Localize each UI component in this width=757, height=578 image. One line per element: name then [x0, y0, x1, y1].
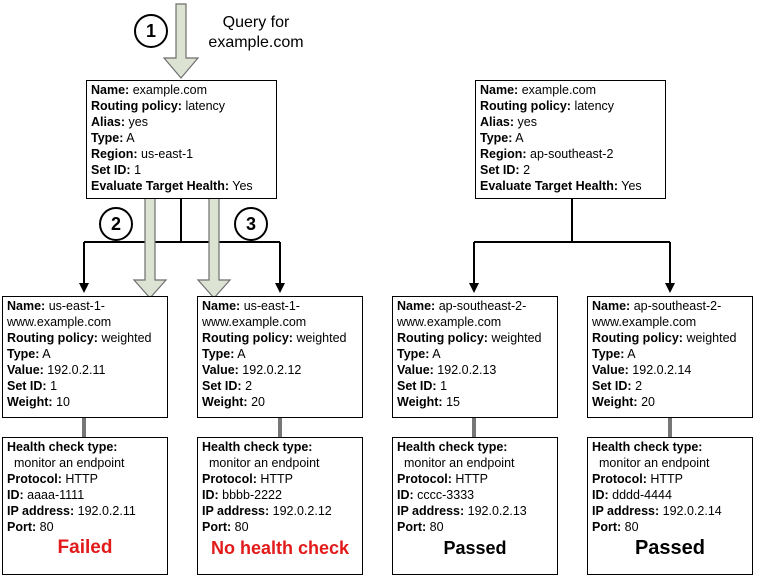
ip-address: IP address: 192.0.2.12 — [202, 504, 332, 518]
set-id: Set ID: 1 — [397, 379, 448, 393]
weight: Weight: 20 — [592, 395, 655, 409]
weighted-record-192-0-2-11: Name: us-east-1- www.example.com Routing… — [2, 296, 168, 418]
health-check-type: Health check type: — [397, 440, 508, 454]
query-arrow-2 — [132, 195, 168, 299]
record-value: Value: 192.0.2.11 — [7, 363, 106, 377]
protocol: Protocol: HTTP — [592, 472, 683, 486]
query-arrow-3 — [196, 195, 232, 299]
weight: Weight: 10 — [7, 395, 70, 409]
set-id: Set ID: 1 — [7, 379, 58, 393]
health-check-id: ID: cccc-3333 — [397, 488, 475, 502]
region: Region: us-east-1 — [91, 147, 194, 161]
record-name-cont: www.example.com — [397, 315, 502, 329]
step-3-label: 3 — [245, 214, 256, 234]
record-name-cont: www.example.com — [592, 315, 697, 329]
protocol: Protocol: HTTP — [397, 472, 488, 486]
ip-address: IP address: 192.0.2.11 — [7, 504, 136, 518]
query-caption-line-2: example.com — [208, 34, 304, 51]
record-name-cont: www.example.com — [202, 315, 307, 329]
record-type: Type: A — [592, 347, 636, 361]
ip-address: IP address: 192.0.2.14 — [592, 504, 722, 518]
ip-address: IP address: 192.0.2.13 — [397, 504, 527, 518]
set-id: Set ID: 1 — [91, 163, 142, 177]
record-name: Name: us-east-1- — [7, 299, 105, 313]
record-name: Name: ap-southeast-2- — [397, 299, 527, 313]
routing-policy: Routing policy: weighted — [397, 331, 542, 345]
query-arrow-1 — [162, 3, 200, 79]
alias-record-ap-southeast-2: Name: example.com Routing policy: latenc… — [475, 80, 666, 199]
health-check-id: ID: aaaa-1111 — [7, 488, 85, 502]
left-tree-connector — [79, 199, 285, 293]
step-2-label: 2 — [110, 214, 121, 234]
weighted-record-192-0-2-13: Name: ap-southeast-2- www.example.com Ro… — [392, 296, 558, 418]
record-name-cont: www.example.com — [7, 315, 112, 329]
step-2-circle — [99, 207, 133, 241]
evaluate-target-health: Evaluate Target Health: Yes — [91, 179, 253, 193]
record-value: Value: 192.0.2.14 — [592, 363, 692, 377]
protocol: Protocol: HTTP — [7, 472, 98, 486]
weighted-record-192-0-2-12: Name: us-east-1- www.example.com Routing… — [197, 296, 363, 418]
alias-record-us-east-1: Name: example.com Routing policy: latenc… — [86, 80, 277, 199]
health-check-links — [82, 418, 672, 437]
step-3-circle — [234, 207, 268, 241]
status-passed-cccc: Passed — [443, 538, 507, 558]
routing-policy: Routing policy: weighted — [592, 331, 737, 345]
query-caption: Query for example.com — [196, 13, 316, 53]
port: Port: 80 — [7, 520, 54, 534]
right-tree-connector — [469, 199, 675, 293]
status-failed: Failed — [57, 537, 113, 558]
step-1-circle — [134, 14, 168, 48]
query-caption-line-1: Query for — [222, 14, 290, 31]
weighted-record-192-0-2-14: Name: ap-southeast-2- www.example.com Ro… — [587, 296, 753, 418]
health-check-cccc-3333: Health check type: monitor an endpoint P… — [392, 437, 558, 575]
record-value: Value: 192.0.2.13 — [397, 363, 497, 377]
health-check-type-value: monitor an endpoint — [404, 456, 515, 470]
health-check-type-value: monitor an endpoint — [599, 456, 710, 470]
record-name: Name: example.com — [480, 83, 597, 97]
health-check-id: ID: bbbb-2222 — [202, 488, 282, 502]
set-id: Set ID: 2 — [592, 379, 643, 393]
record-type: Type: A — [397, 347, 441, 361]
health-check-id: ID: dddd-4444 — [592, 488, 672, 502]
routing-policy: Routing policy: latency — [91, 99, 226, 113]
routing-policy: Routing policy: weighted — [7, 331, 152, 345]
status-passed-dddd: Passed — [634, 537, 706, 559]
health-check-type-value: monitor an endpoint — [14, 456, 125, 470]
record-type: Type: A — [202, 347, 246, 361]
routing-policy: Routing policy: weighted — [202, 331, 347, 345]
status-no-health-check: No health check — [210, 538, 350, 558]
record-type: Type: A — [91, 131, 135, 145]
health-check-type: Health check type: — [592, 440, 703, 454]
set-id: Set ID: 2 — [202, 379, 253, 393]
record-name: Name: example.com — [91, 83, 208, 97]
record-type: Type: A — [7, 347, 51, 361]
health-check-aaaa-1111: Health check type: monitor an endpoint P… — [2, 437, 168, 575]
record-type: Type: A — [480, 131, 524, 145]
port: Port: 80 — [397, 520, 444, 534]
health-check-dddd-4444: Health check type: monitor an endpoint P… — [587, 437, 753, 575]
health-check-type: Health check type: — [202, 440, 313, 454]
health-check-bbbb-2222: Health check type: monitor an endpoint P… — [197, 437, 363, 575]
health-check-type-value: monitor an endpoint — [209, 456, 320, 470]
protocol: Protocol: HTTP — [202, 472, 293, 486]
port: Port: 80 — [202, 520, 249, 534]
weight: Weight: 15 — [397, 395, 460, 409]
record-name: Name: us-east-1- — [202, 299, 300, 313]
record-name: Name: ap-southeast-2- — [592, 299, 722, 313]
alias-flag: Alias: yes — [91, 115, 148, 129]
weight: Weight: 20 — [202, 395, 265, 409]
port: Port: 80 — [592, 520, 639, 534]
region: Region: ap-southeast-2 — [480, 147, 614, 161]
evaluate-target-health: Evaluate Target Health: Yes — [480, 179, 642, 193]
alias-flag: Alias: yes — [480, 115, 537, 129]
step-1-label: 1 — [145, 21, 156, 41]
routing-policy: Routing policy: latency — [480, 99, 615, 113]
set-id: Set ID: 2 — [480, 163, 531, 177]
record-value: Value: 192.0.2.12 — [202, 363, 302, 377]
health-check-type: Health check type: — [7, 440, 118, 454]
